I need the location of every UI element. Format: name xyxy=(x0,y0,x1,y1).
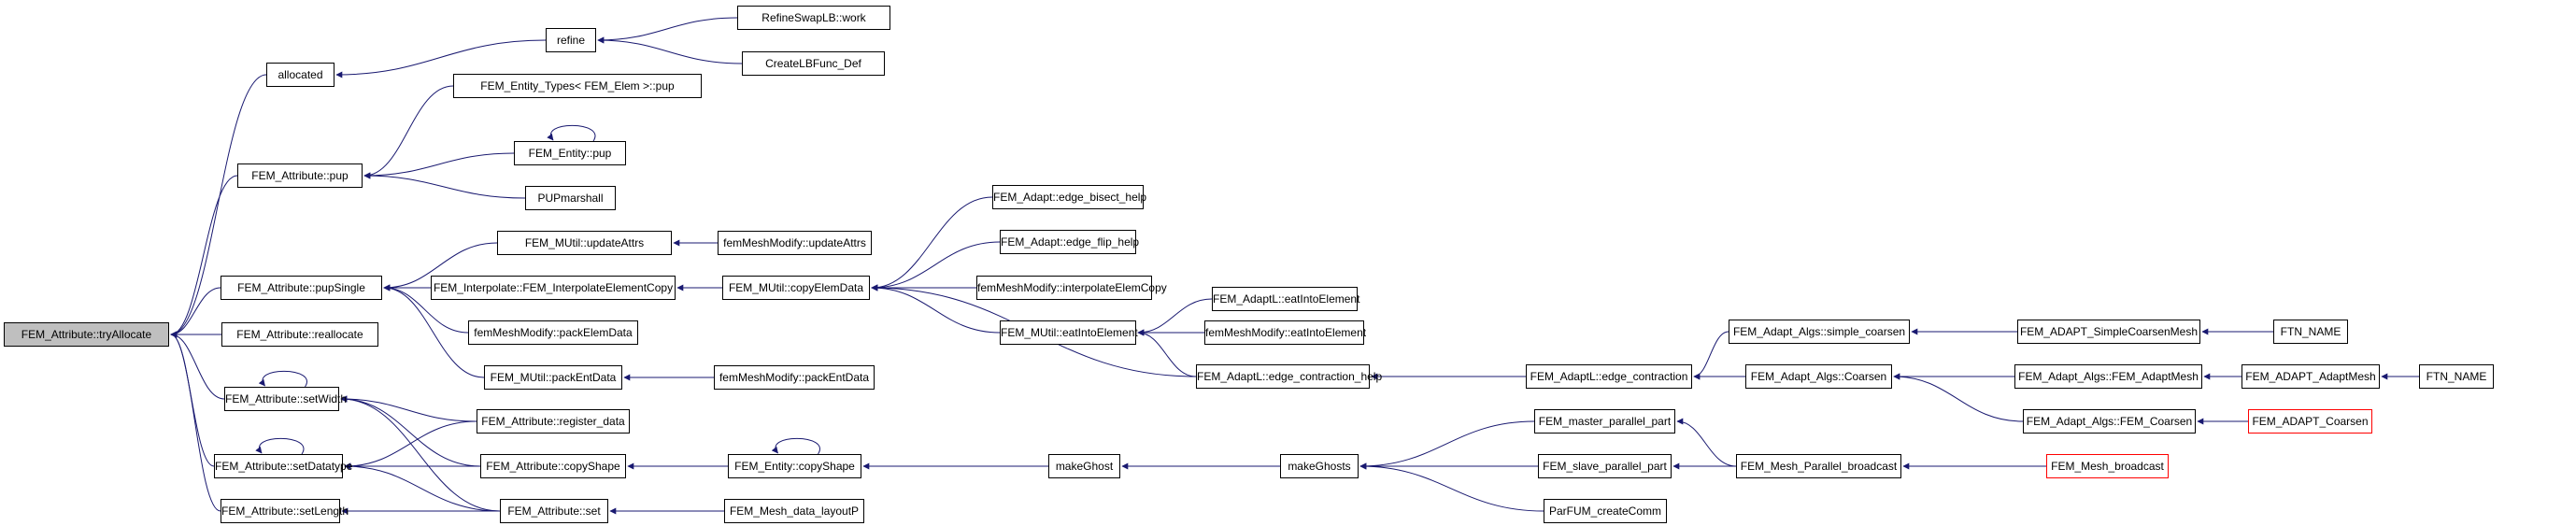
graph-node-slave-pp[interactable]: FEM_slave_parallel_part xyxy=(1538,454,1672,478)
edge-mesh_pb-to-master_pp xyxy=(1676,418,1737,467)
graph-node-setdatatype[interactable]: FEM_Attribute::setDatatype xyxy=(214,454,352,478)
graph-node-flip[interactable]: FEM_Adapt::edge_flip_help xyxy=(1000,230,1139,254)
graph-node-interpcopy[interactable]: FEM_Interpolate::FEM_InterpolateElementC… xyxy=(431,276,676,300)
edge-attr_set-to-setWidth xyxy=(340,395,501,512)
graph-node-simple-coarsen-mesh[interactable]: FEM_ADAPT_SimpleCoarsenMesh xyxy=(2017,320,2200,344)
edge-entity_copyShape-to-entity_copyShape xyxy=(771,437,820,455)
edge-register_data-to-setWidth xyxy=(340,395,477,422)
graph-node-mutil-eat[interactable]: FEM_MUtil::eatIntoElement xyxy=(1000,320,1138,345)
edge-mutil_eat-to-copyElemData xyxy=(871,284,1001,334)
graph-node-fem-coarsen[interactable]: FEM_Adapt_Algs::FEM_Coarsen xyxy=(2023,409,2196,434)
edge-entity_types_pup-to-attr_pup xyxy=(363,85,454,179)
edge-entity_pup-to-entity_pup xyxy=(547,124,596,142)
graph-node-coarsen[interactable]: FEM_Adapt_Algs::Coarsen xyxy=(1745,364,1892,389)
graph-node-fmm-interp[interactable]: femMeshModify::interpolateElemCopy xyxy=(976,276,1167,300)
edge-entity_pup-to-attr_pup xyxy=(363,152,515,179)
edge-attr_copyShape-to-setWidth xyxy=(340,395,481,467)
edge-allocated-to-tryAllocate xyxy=(170,74,267,338)
edge-ech-to-mutil_eat xyxy=(1137,329,1197,377)
graph-node-packelemdata[interactable]: femMeshModify::packElemData xyxy=(468,320,638,345)
edge-createlb-to-refine xyxy=(597,36,743,64)
graph-node-updateattrs[interactable]: FEM_MUtil::updateAttrs xyxy=(497,231,672,255)
graph-node-adapt-coarsen[interactable]: FEM_ADAPT_Coarsen xyxy=(2248,409,2372,434)
edge-setLength-to-tryAllocate xyxy=(170,331,221,512)
graph-node-refineswap[interactable]: RefineSwapLB::work xyxy=(737,6,890,30)
graph-node-setwidth[interactable]: FEM_Attribute::setWidth xyxy=(224,387,347,411)
graph-node-createcomm[interactable]: ParFUM_createComm xyxy=(1544,499,1667,523)
graph-node-mesh-pb[interactable]: FEM_Mesh_Parallel_broadcast xyxy=(1736,454,1901,478)
edge-setWidth-to-setWidth xyxy=(258,370,307,388)
graph-node-fmm-eat[interactable]: femMeshModify::eatIntoElement xyxy=(1204,320,1366,345)
edge-flip-to-copyElemData xyxy=(871,241,1001,291)
edge-setDatatype-to-setDatatype xyxy=(255,437,305,455)
graph-node-packentdata[interactable]: FEM_MUtil::packEntData xyxy=(484,365,622,390)
graph-node-tryallocate: FEM_Attribute::tryAllocate xyxy=(4,322,169,347)
edge-packEntData-to-pupSingle xyxy=(383,284,485,378)
edge-createComm-to-makeGhosts xyxy=(1359,462,1544,512)
graph-node-setlength[interactable]: FEM_Attribute::setLength xyxy=(221,499,349,523)
edge-refineswap-to-refine xyxy=(597,17,738,44)
graph-node-entity-copyshape[interactable]: FEM_Entity::copyShape xyxy=(728,454,861,478)
graph-node-ech[interactable]: FEM_AdaptL::edge_contraction_help xyxy=(1196,364,1382,389)
graph-node-register-data[interactable]: FEM_Attribute::register_data xyxy=(477,409,630,434)
edge-refine-to-allocated xyxy=(335,39,547,78)
edge-setDatatype-to-tryAllocate xyxy=(170,331,215,467)
graph-node-fmm-packent[interactable]: femMeshModify::packEntData xyxy=(714,365,875,390)
graph-node-ftn2[interactable]: FTN_NAME xyxy=(2419,364,2494,389)
graph-node-allocated[interactable]: allocated xyxy=(266,63,334,87)
edge-attr_set-to-setDatatype xyxy=(344,462,501,512)
edge-adaptl_eat-to-mutil_eat xyxy=(1137,298,1213,336)
graph-node-createlb[interactable]: CreateLBFunc_Def xyxy=(742,51,885,76)
graph-node-fmm-updateattrs[interactable]: femMeshModify::updateAttrs xyxy=(718,231,872,255)
edge-pupmarshall-to-attr_pup xyxy=(363,172,526,199)
edge-attr_pup-to-tryAllocate xyxy=(170,175,238,338)
graph-node-attr-pup[interactable]: FEM_Attribute::pup xyxy=(237,163,363,188)
graph-node-attr-copyshape[interactable]: FEM_Attribute::copyShape xyxy=(480,454,626,478)
graph-node-entity-pup[interactable]: FEM_Entity::pup xyxy=(514,141,626,165)
edge-master_pp-to-makeGhosts xyxy=(1359,420,1535,470)
graph-node-adaptmesh-algs[interactable]: FEM_Adapt_Algs::FEM_AdaptMesh xyxy=(2014,364,2202,389)
graph-node-makeghosts[interactable]: makeGhosts xyxy=(1280,454,1359,478)
graph-node-mesh-broadcast[interactable]: FEM_Mesh_broadcast xyxy=(2046,454,2169,478)
graph-node-layoutp[interactable]: FEM_Mesh_data_layoutP xyxy=(724,499,864,523)
graph-node-bisect[interactable]: FEM_Adapt::edge_bisect_help xyxy=(992,185,1146,209)
edge-fem_coarsen-to-coarsen xyxy=(1893,373,2024,422)
graph-node-ec[interactable]: FEM_AdaptL::edge_contraction xyxy=(1526,364,1692,389)
edge-register_data-to-setDatatype xyxy=(344,420,477,470)
graph-node-pupsingle[interactable]: FEM_Attribute::pupSingle xyxy=(221,276,382,300)
graph-node-simple-coarsen[interactable]: FEM_Adapt_Algs::simple_coarsen xyxy=(1729,320,1910,344)
graph-node-entity-types-pup[interactable]: FEM_Entity_Types< FEM_Elem >::pup xyxy=(453,74,702,98)
edge-bisect-to-copyElemData xyxy=(871,196,993,291)
graph-node-adaptl-eat[interactable]: FEM_AdaptL::eatIntoElement xyxy=(1212,287,1359,311)
graph-node-makeghost[interactable]: makeGhost xyxy=(1048,454,1120,478)
graph-node-copyelemdata[interactable]: FEM_MUtil::copyElemData xyxy=(722,276,870,300)
graph-node-reallocate[interactable]: FEM_Attribute::reallocate xyxy=(221,322,378,347)
graph-node-pupmarshall[interactable]: PUPmarshall xyxy=(525,186,616,210)
edge-simple_coarsen-to-ec xyxy=(1693,331,1729,380)
graph-node-attr-set[interactable]: FEM_Attribute::set xyxy=(500,499,608,523)
graph-node-ftn1[interactable]: FTN_NAME xyxy=(2273,320,2348,344)
edge-pupSingle-to-tryAllocate xyxy=(170,287,221,338)
edge-updateAttrs-to-pupSingle xyxy=(383,242,498,291)
graph-node-adapt-adaptmesh[interactable]: FEM_ADAPT_AdaptMesh xyxy=(2242,364,2380,389)
graph-node-master-pp[interactable]: FEM_master_parallel_part xyxy=(1534,409,1675,434)
graph-node-refine[interactable]: refine xyxy=(546,28,596,52)
edge-setWidth-to-tryAllocate xyxy=(170,331,225,400)
